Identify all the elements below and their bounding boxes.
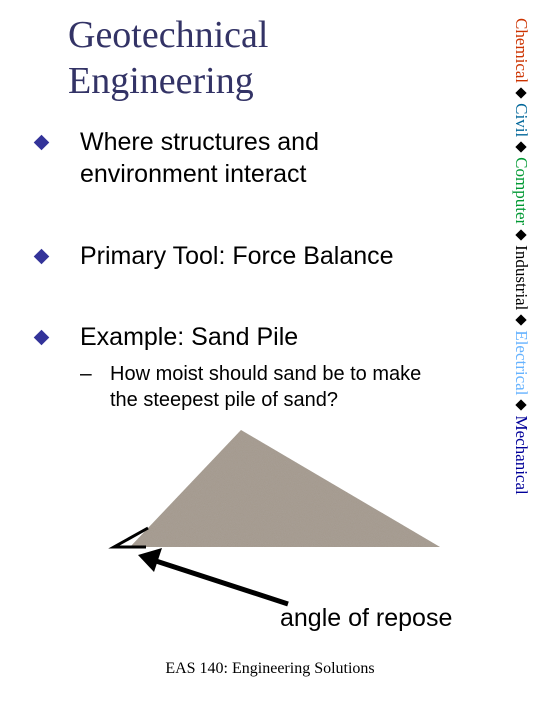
sidebar-item-civil: Civil	[512, 103, 531, 138]
diamond-separator-icon	[515, 87, 527, 99]
sand-pile-shape	[130, 430, 440, 547]
sidebar-item-chemical: Chemical	[512, 18, 531, 84]
sub-bullet-dash: –	[80, 362, 92, 385]
sand-pile-figure	[108, 430, 440, 607]
sub-bullet-line: the steepest pile of sand?	[110, 389, 338, 411]
bullet-line: Where structures and	[80, 128, 319, 156]
bullet-primary-tool: Primary Tool: Force Balance	[80, 240, 480, 272]
bullet-example-sand-pile: Example: Sand Pile	[80, 321, 480, 353]
sidebar-item-electrical: Electrical	[512, 330, 531, 396]
pointer-arrow-icon	[138, 548, 289, 607]
bullet-line: Primary Tool: Force Balance	[80, 242, 394, 270]
slide-footer: EAS 140: Engineering Solutions	[165, 660, 375, 677]
title-line-1: Geotechnical	[68, 14, 269, 56]
slide-title: Geotechnical Engineering	[68, 12, 268, 104]
diamond-separator-icon	[515, 229, 527, 241]
sidebar-item-computer: Computer	[512, 157, 531, 226]
title-line-2: Engineering	[68, 60, 254, 102]
diamond-separator-icon	[515, 141, 527, 153]
discipline-sidebar: ChemicalCivilComputerIndustrialElectrica…	[510, 18, 532, 495]
bullet-line: environment interact	[80, 160, 307, 188]
sub-bullet-line: How moist should sand be to make	[110, 363, 422, 385]
sub-bullet-question: How moist should sand be to make the ste…	[110, 361, 490, 413]
sidebar-item-mechanical: Mechanical	[512, 415, 531, 495]
diamond-separator-icon	[515, 314, 527, 326]
bullet-diamond-icon	[33, 329, 50, 346]
sidebar-item-industrial: Industrial	[512, 245, 531, 311]
bullet-diamond-icon	[33, 248, 50, 265]
repose-angle-mark	[108, 526, 149, 549]
bullet-structures-environment: Where structures and environment interac…	[80, 126, 480, 190]
angle-of-repose-label: angle of repose	[280, 604, 453, 632]
diamond-separator-icon	[515, 399, 527, 412]
bullet-line: Example: Sand Pile	[80, 323, 299, 351]
bullet-diamond-icon	[33, 134, 50, 151]
